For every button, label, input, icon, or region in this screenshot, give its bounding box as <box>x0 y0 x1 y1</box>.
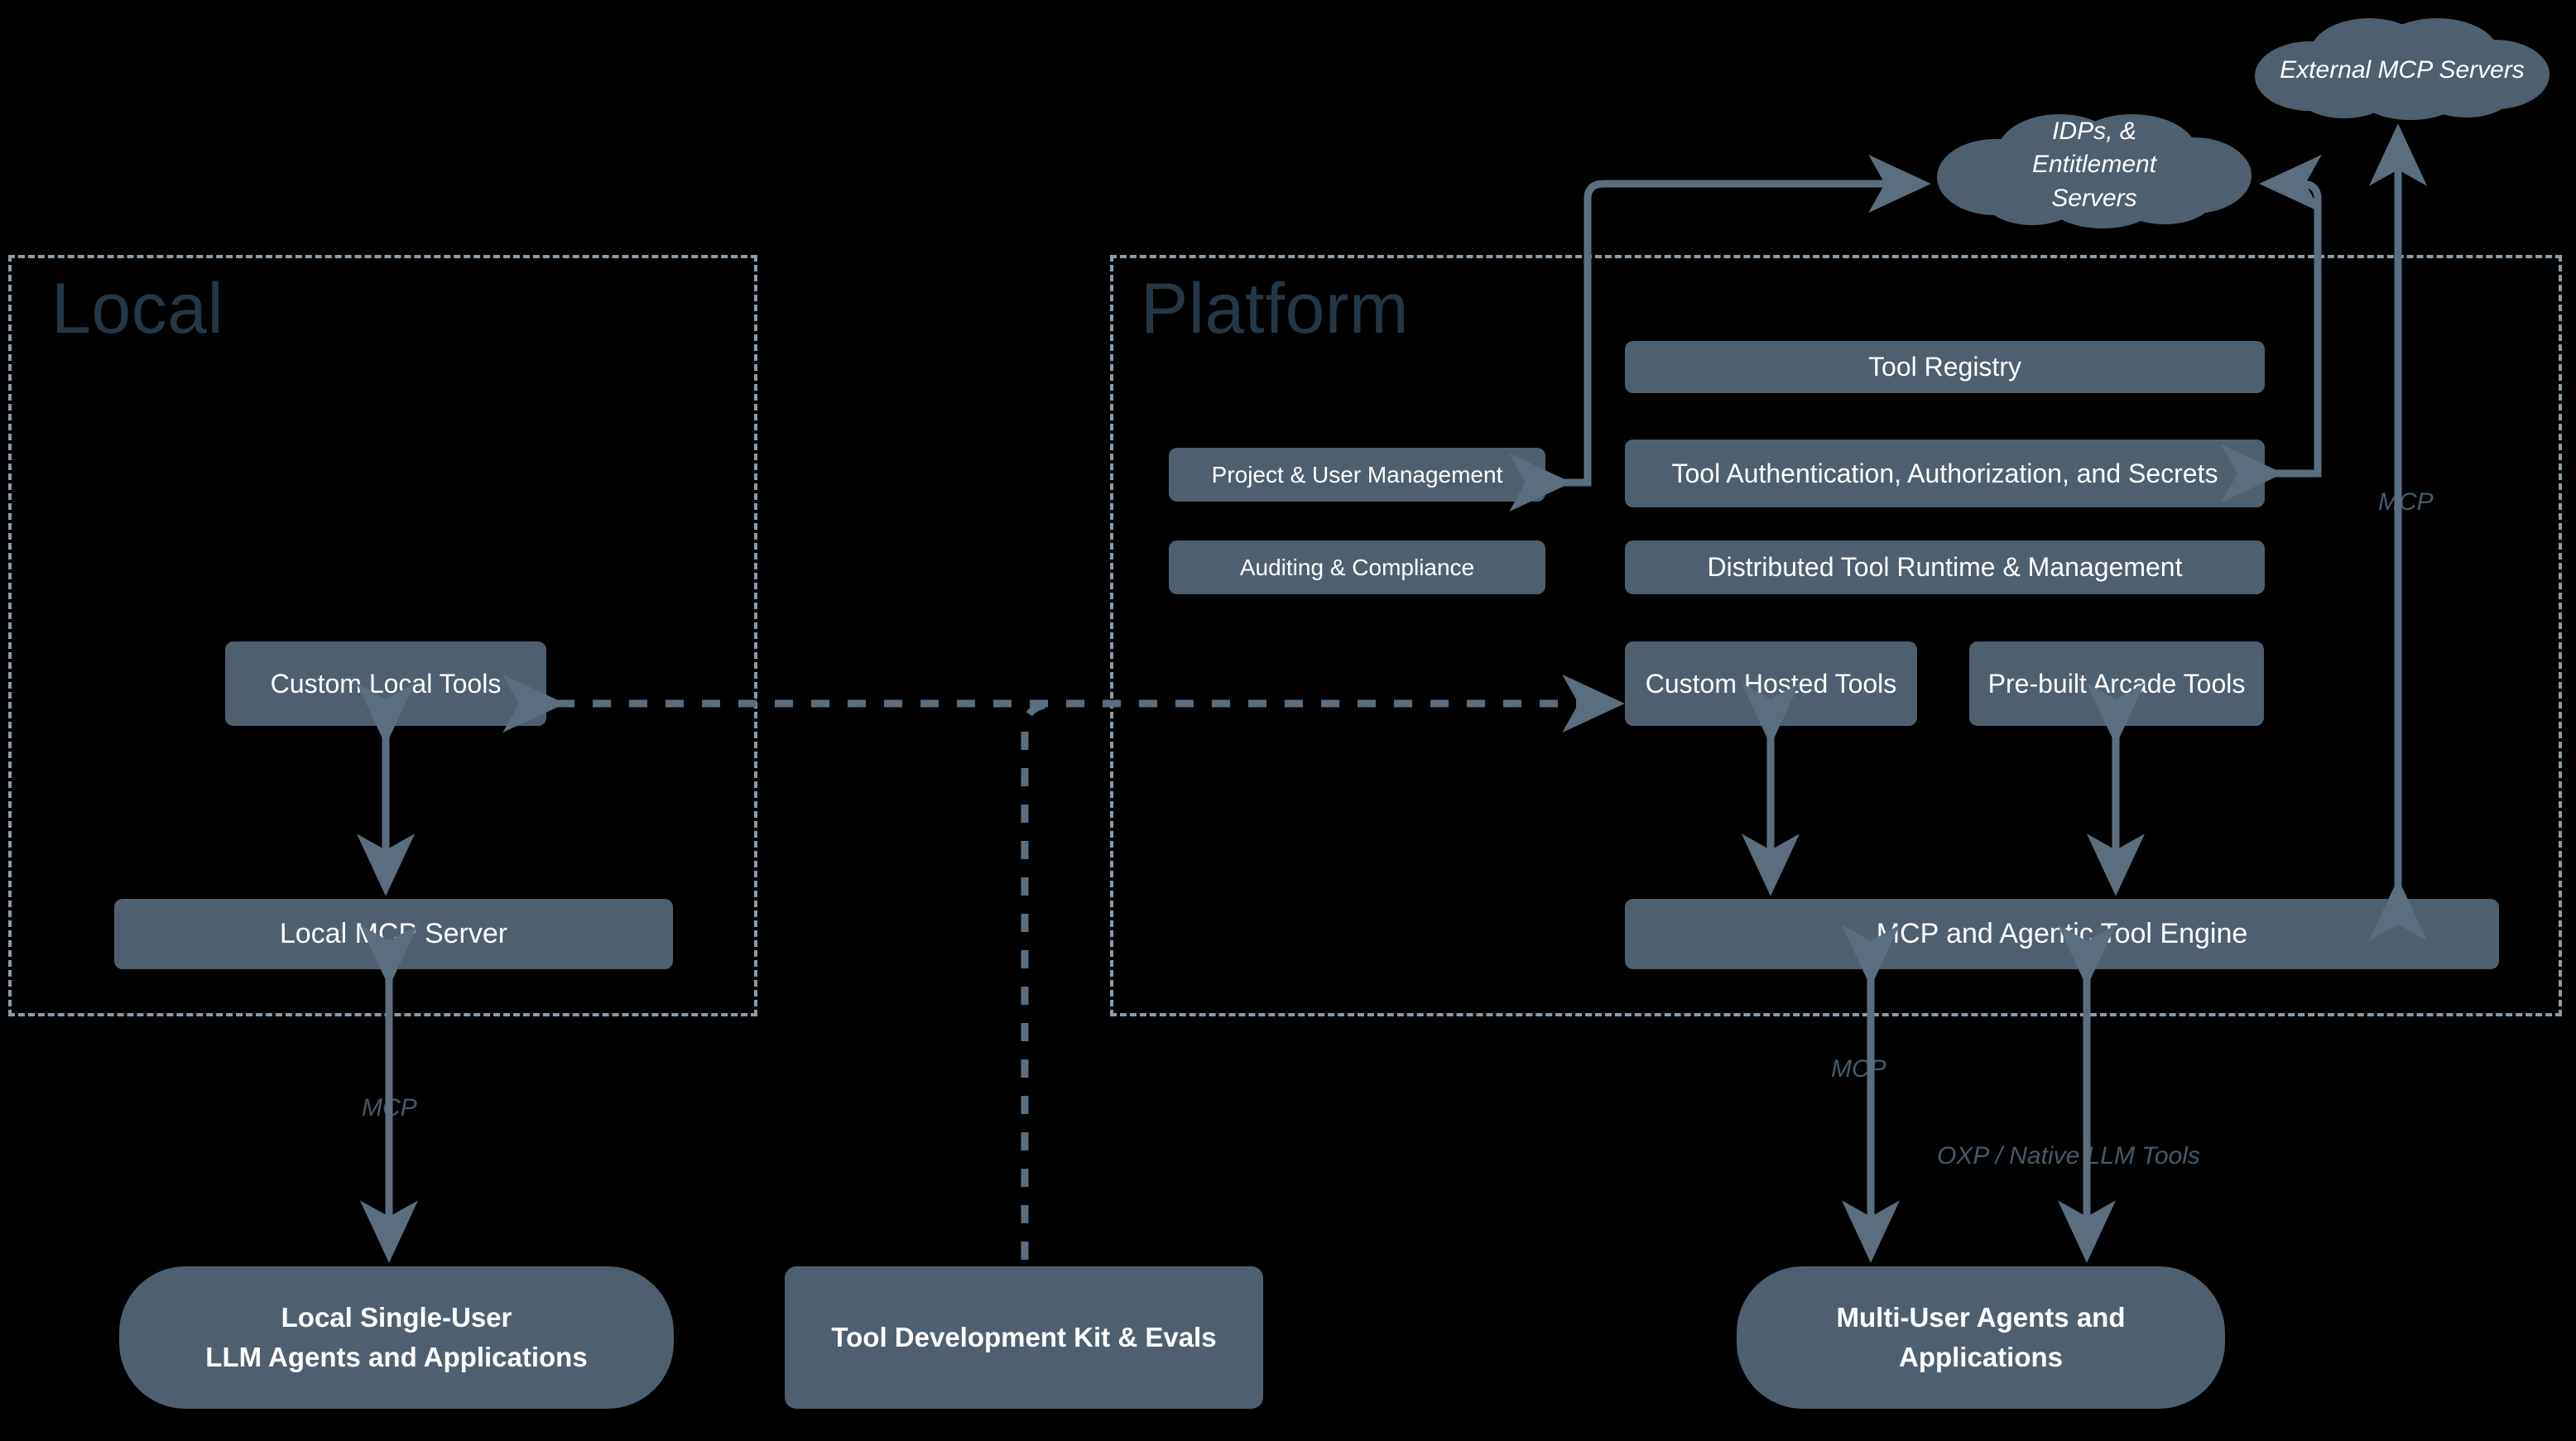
node-project-user-management[interactable]: Project & User Management <box>1169 448 1545 502</box>
node-distributed-tool-runtime-management[interactable]: Distributed Tool Runtime & Management <box>1625 540 2265 594</box>
cloud-idps-entitlement-servers[interactable]: IDPs, & Entitlement Servers <box>1929 109 2260 229</box>
cloud-external-mcp-servers[interactable]: External MCP Servers <box>2245 17 2559 120</box>
node-tool-registry[interactable]: Tool Registry <box>1625 341 2265 393</box>
multi-user-line2: Applications <box>1898 1342 2064 1372</box>
edge-label-mcp-external: MCP <box>2378 488 2434 516</box>
node-mcp-and-agentic-tool-engine[interactable]: MCP and Agentic Tool Engine <box>1625 899 2499 969</box>
local-single-user-line2: LLM Agents and Applications <box>205 1342 588 1372</box>
wire-tdk-branch-dashed <box>1021 701 1046 1260</box>
node-custom-local-tools[interactable]: Custom Local Tools <box>225 641 546 726</box>
node-local-mcp-server[interactable]: Local MCP Server <box>114 899 673 969</box>
multi-user-line1: Multi-User Agents and <box>1836 1302 2126 1333</box>
zone-local-title: Local <box>51 269 224 348</box>
node-tool-authentication-authorization-secrets[interactable]: Tool Authentication, Authorization, and … <box>1625 440 2265 507</box>
node-tool-development-kit[interactable]: Tool Development Kit & Evals <box>785 1266 1263 1409</box>
cloud-external-mcp-servers-label: External MCP Servers <box>2280 56 2525 84</box>
node-custom-hosted-tools[interactable]: Custom Hosted Tools <box>1625 641 1917 726</box>
node-local-single-user-agents[interactable]: Local Single-User LLM Agents and Applica… <box>119 1266 674 1409</box>
cloud-idps-entitlement-servers-label: IDPs, & Entitlement Servers <box>2031 117 2157 212</box>
node-pre-built-arcade-tools[interactable]: Pre-built Arcade Tools <box>1969 641 2264 726</box>
node-auditing-compliance[interactable]: Auditing & Compliance <box>1169 540 1545 594</box>
local-single-user-line1: Local Single-User <box>281 1302 512 1333</box>
edge-label-oxp-native-llm-tools: OXP / Native LLM Tools <box>1937 1142 2200 1170</box>
zone-platform-title: Platform <box>1141 269 1410 348</box>
edge-label-mcp-platform: MCP <box>1831 1055 1886 1083</box>
node-multi-user-agents[interactable]: Multi-User Agents and Applications <box>1737 1266 2225 1409</box>
edge-label-mcp-local: MCP <box>362 1094 417 1122</box>
